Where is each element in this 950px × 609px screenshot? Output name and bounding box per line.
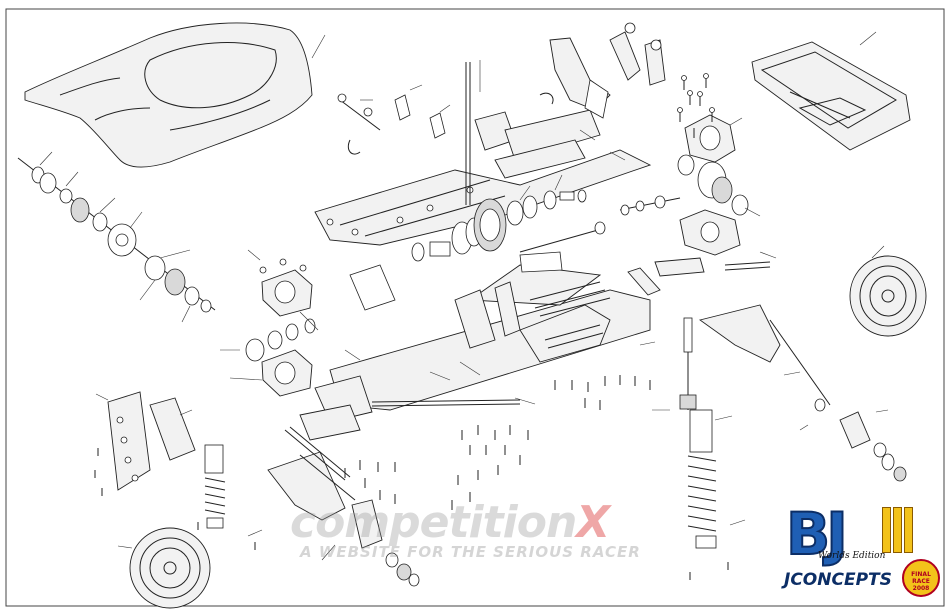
logo-brand-name: JCONCEPTS (784, 570, 892, 590)
rear-differential (620, 115, 760, 255)
body-shell (25, 23, 325, 167)
rear-wing (752, 32, 910, 150)
watermark-title: competitionX (290, 497, 609, 548)
main-chassis (300, 252, 650, 440)
logo-stripes (882, 507, 918, 551)
right-wheel (850, 246, 926, 336)
left-wheel (118, 528, 210, 608)
logo-badge-text: FINAL RACE 2008 (906, 571, 936, 592)
watermark-title-main: competition (290, 497, 576, 548)
right-shock (652, 318, 745, 548)
watermark-title-accent: X (576, 497, 609, 548)
front-gearbox (220, 259, 315, 396)
steering-bellcrank (540, 23, 665, 118)
logo-badge: FINAL RACE 2008 (902, 559, 940, 597)
slipper-assembly (18, 152, 215, 322)
logo-edition: Worlds Edition (818, 551, 885, 561)
left-shock-and-tower (96, 392, 225, 528)
brand-logo: BJ Worlds Edition JCONCEPTS FINAL RACE 2… (784, 505, 944, 605)
watermark-tagline: A WEBSITE FOR THE SERIOUS RACER (300, 543, 641, 561)
